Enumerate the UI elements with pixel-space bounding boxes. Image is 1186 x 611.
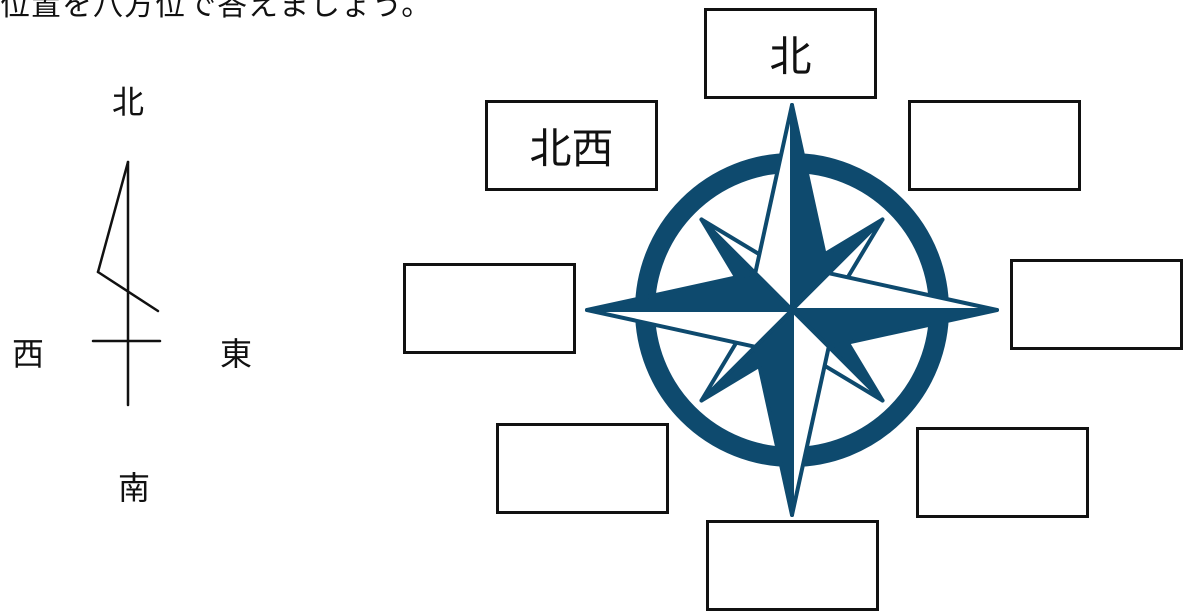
answer-box-north[interactable]: 北: [704, 8, 877, 99]
answer-box-south[interactable]: [706, 520, 879, 611]
answer-box-west[interactable]: [403, 263, 576, 354]
small-diagram-north-label: 北: [111, 83, 144, 121]
small-diagram-south-label: 南: [117, 469, 150, 507]
answer-box-east[interactable]: [1010, 259, 1183, 350]
answer-box-northeast[interactable]: [908, 100, 1081, 191]
answer-box-southwest[interactable]: [496, 423, 669, 514]
rose-cardinal-point-light: [585, 308, 794, 349]
rose-cardinal-point-dark: [585, 271, 794, 312]
rose-cardinal-point-light: [790, 271, 999, 312]
answer-box-southeast[interactable]: [916, 427, 1089, 518]
answer-box-northwest[interactable]: 北西: [485, 100, 658, 191]
instruction-text: 位置を八方位で答えましょう。: [0, 0, 433, 23]
compass-rose: [585, 103, 999, 517]
north-arrow-flag-left: [96, 160, 130, 274]
north-arrow-symbol: [91, 160, 162, 407]
small-diagram-west-label: 西: [11, 335, 44, 373]
north-arrow-flag-bottom: [96, 270, 160, 313]
rose-cardinal-point-light: [790, 308, 831, 517]
small-diagram-east-label: 東: [219, 335, 252, 373]
